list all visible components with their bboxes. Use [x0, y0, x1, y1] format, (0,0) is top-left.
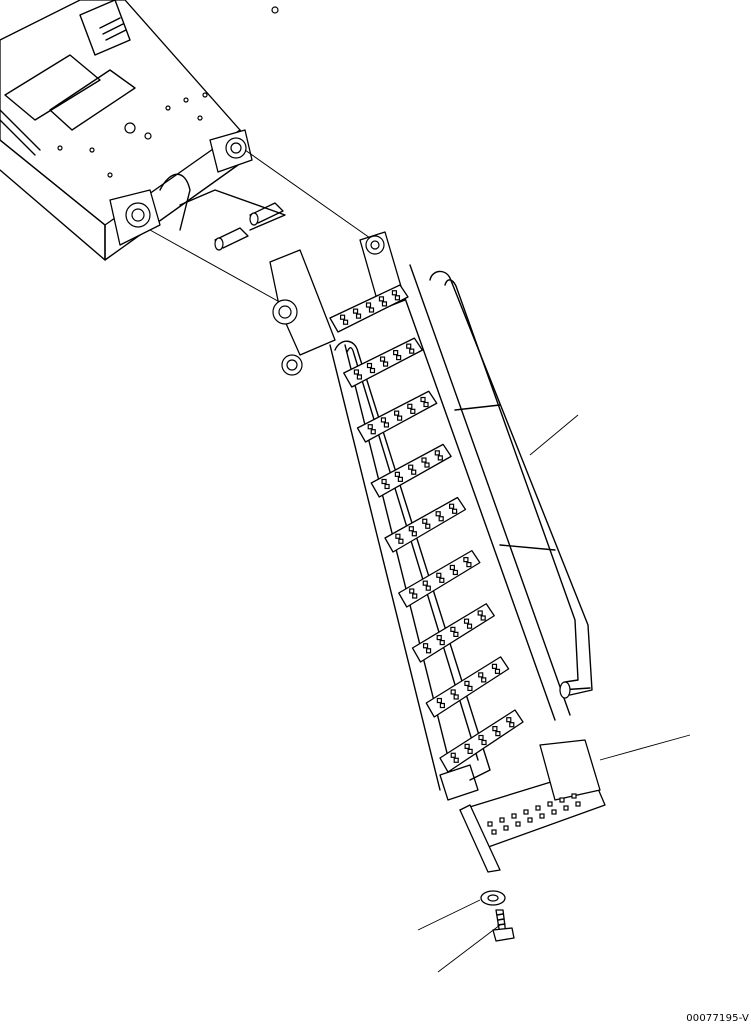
bottom-step-hole	[571, 793, 577, 799]
ladder-step	[411, 603, 495, 663]
ladder-step	[425, 656, 510, 718]
ladder-step	[384, 496, 467, 553]
bottom-step-hole	[499, 817, 505, 823]
bottom-step-hole	[559, 797, 565, 803]
ladder-assembly	[269, 231, 571, 801]
bottom-step-hole	[515, 821, 521, 827]
bottom-step-hole	[563, 805, 569, 811]
explosion-lines	[149, 149, 371, 306]
bottom-step-hole	[535, 805, 541, 811]
bottom-step-hole	[523, 809, 529, 815]
machine-frame-deck	[0, 0, 279, 261]
bottom-step-hole	[575, 801, 581, 807]
bottom-step	[459, 739, 606, 873]
ladder-step	[343, 337, 424, 388]
mounting-pins	[179, 189, 286, 251]
ladder-step	[356, 390, 438, 443]
ladder-step	[439, 709, 524, 773]
bottom-step-hole	[503, 825, 509, 831]
inner-handrail	[334, 340, 491, 781]
bottom-step-hole	[487, 821, 493, 827]
ladder-steps	[329, 284, 524, 773]
ladder-step	[329, 284, 409, 333]
drawing-code: 00077195-V	[686, 1013, 749, 1024]
bottom-step-hole	[547, 801, 553, 807]
bolt	[492, 909, 515, 942]
ladder-step	[398, 549, 481, 608]
bottom-step-hole	[539, 813, 545, 819]
washer	[480, 890, 506, 906]
bottom-step-hole	[511, 813, 517, 819]
ladder-step	[370, 443, 452, 498]
bottom-step-hole	[551, 809, 557, 815]
bottom-step-hole	[491, 829, 497, 835]
handrail	[429, 270, 593, 699]
leader-lines	[417, 414, 691, 973]
bottom-step-hole	[527, 817, 533, 823]
